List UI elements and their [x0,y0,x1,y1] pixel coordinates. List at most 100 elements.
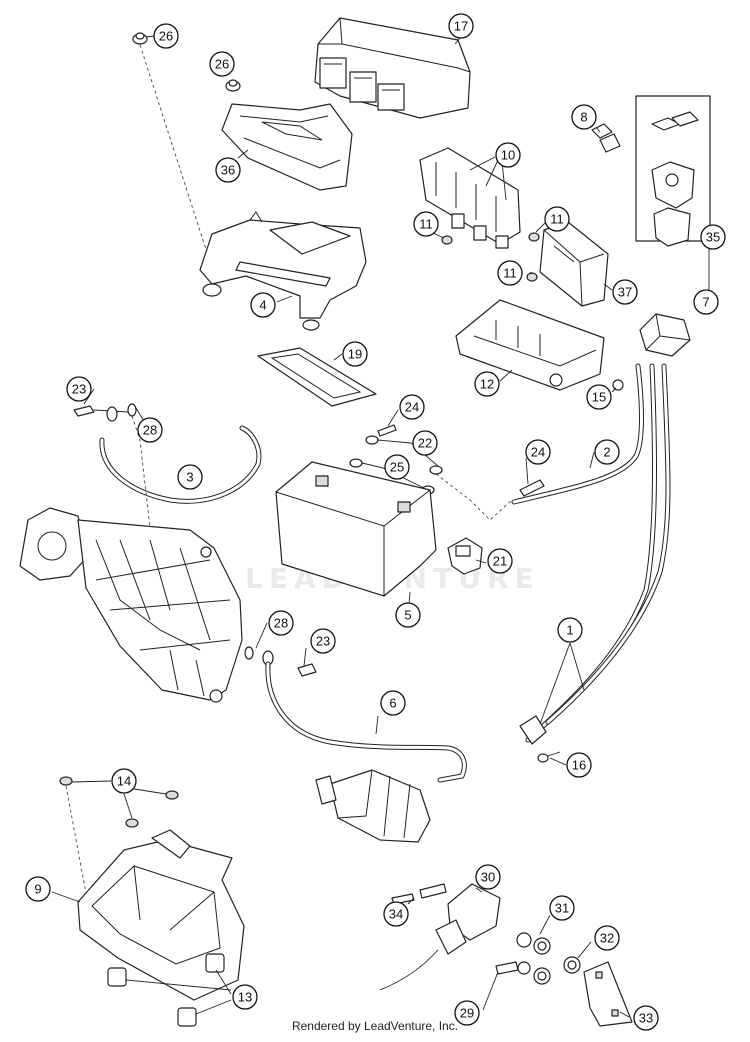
svg-text:19: 19 [348,347,362,362]
callout-6: 6 [380,690,406,716]
svg-text:24: 24 [531,445,545,460]
svg-text:1: 1 [566,623,573,638]
part-13-feet [107,953,225,1027]
callout-19: 19 [342,341,368,367]
callout-23a: 23 [66,376,92,402]
svg-text:37: 37 [618,285,632,300]
callout-26b: 26 [209,51,235,77]
svg-text:35: 35 [706,230,720,245]
part-2-cable [511,363,644,505]
part-11-screw-c [526,272,538,282]
part-24-bolt-upper [377,424,397,437]
callout-25: 25 [384,454,410,480]
svg-text:26: 26 [215,57,229,72]
callout-31: 31 [549,895,575,921]
svg-text:25: 25 [390,460,404,475]
dash-line-26 [139,44,213,269]
part-26-screw-upper [132,32,148,45]
callout-16: 16 [566,752,592,778]
svg-text:33: 33 [639,1011,653,1026]
svg-text:7: 7 [702,295,709,310]
part-1-cable [519,363,671,745]
part-36-housing [221,103,353,191]
svg-text:34: 34 [389,907,403,922]
part-16-bolt [537,751,561,763]
callout-28b: 28 [268,610,294,636]
svg-text:31: 31 [555,901,569,916]
footer-credit: Rendered by LeadVenture, Inc. [291,1019,459,1033]
svg-text:29: 29 [460,1006,474,1021]
svg-text:10: 10 [501,148,515,163]
svg-text:36: 36 [221,163,235,178]
svg-text:30: 30 [481,870,495,885]
callout-13: 13 [232,984,258,1010]
callout-4: 4 [250,292,276,318]
callout-5: 5 [395,602,421,628]
part-8-fuses [591,123,621,153]
svg-text:5: 5 [404,608,411,623]
callout-12: 12 [474,371,500,397]
part-14-screws [59,776,179,828]
svg-text:26: 26 [159,29,173,44]
svg-text:11: 11 [419,217,433,232]
callout-35: 35 [700,224,726,250]
callout-34: 34 [383,901,409,927]
callout-26a: 26 [153,23,179,49]
svg-text:32: 32 [600,931,614,946]
svg-text:24: 24 [405,400,419,415]
callout-24b: 24 [525,439,551,465]
part-7-starter-relay [639,313,691,357]
callout-8: 8 [571,104,597,130]
svg-text:16: 16 [572,758,586,773]
dash-line-14 [65,785,89,905]
callout-1: 1 [557,617,583,643]
svg-text:14: 14 [117,774,131,789]
callout-3: 3 [177,464,203,490]
part-26-screw-lower [225,79,241,92]
svg-text:15: 15 [592,390,606,405]
svg-text:22: 22 [418,436,432,451]
part-29-bolt [495,961,531,975]
part-21-fuse-holder [447,537,483,575]
part-33-bracket [583,961,633,1027]
part-34-bolts [391,883,447,905]
callout-28a: 28 [137,417,163,443]
part-32-grommets [533,956,581,985]
dash-line-28 [131,415,151,529]
callout-29: 29 [454,1000,480,1026]
part-28-washer-lower [244,646,274,666]
callout-23b: 23 [310,628,336,654]
svg-text:6: 6 [389,696,396,711]
svg-text:11: 11 [550,212,564,227]
callout-17: 17 [448,13,474,39]
callout-10: 10 [495,142,521,168]
callout-14: 14 [111,768,137,794]
part-19-pad [257,347,377,407]
part-24-bolt-lower [519,479,545,497]
svg-text:11: 11 [503,266,517,281]
callout-32: 32 [594,925,620,951]
part-5-battery [275,461,437,597]
callout-7: 7 [693,289,719,315]
part-3-cable [99,425,262,504]
callout-15: 15 [586,384,612,410]
callouts: 26 26 17 36 8 7 10 35 11 11 11 37 4 19 1… [25,13,726,1031]
part-7-relay-kit [635,95,711,247]
svg-text:4: 4 [259,298,266,313]
callout-22: 22 [412,430,438,456]
part-30-sensor [379,883,501,991]
svg-text:17: 17 [454,19,468,34]
part-9-battery-tray [77,829,245,1001]
callout-37: 37 [612,279,638,305]
callout-2: 2 [594,439,620,465]
part-28-washer-upper [106,403,137,422]
callout-11c: 11 [497,260,523,286]
part-6-cable [265,661,467,783]
svg-text:2: 2 [603,445,610,460]
svg-text:9: 9 [34,882,41,897]
part-17-ecu [314,17,471,119]
part-4-bracket [199,211,367,331]
part-23-bolt-lower [297,663,317,677]
callout-30: 30 [475,864,501,890]
callout-21: 21 [487,548,513,574]
